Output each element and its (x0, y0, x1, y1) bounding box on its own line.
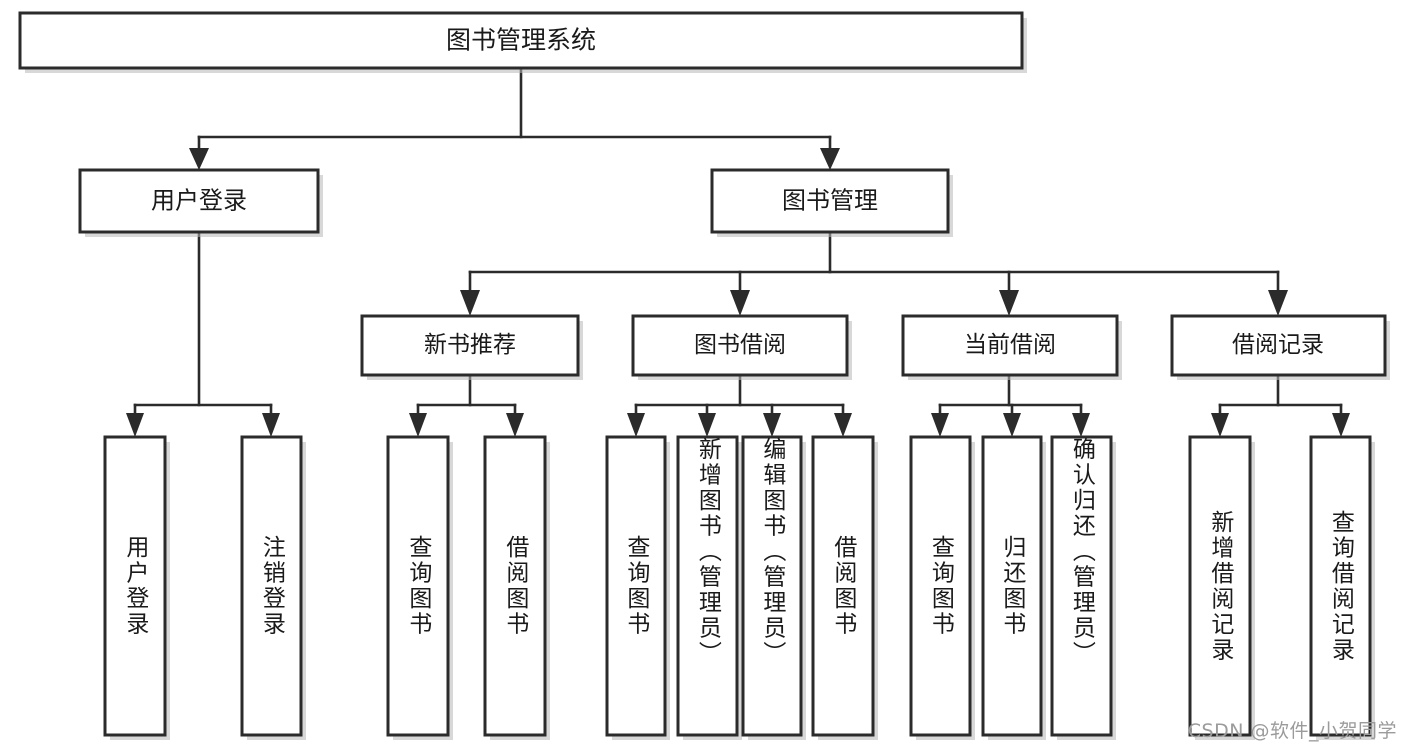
arrow-book-borrow (730, 290, 750, 316)
new-book-box (360, 314, 580, 377)
node-leaf-return-book[interactable] (981, 435, 1046, 740)
arrow-borrow-record (1268, 290, 1288, 316)
csdn-watermark: CSDN @软件_小贺同学 (1187, 720, 1397, 742)
root-label: 图书管理系统 (446, 27, 596, 55)
borrow-record-label: 借阅记录 (1232, 331, 1324, 357)
arrow-leaf-borrow-book-1 (506, 413, 524, 437)
user-login-label: 用户登录 (151, 187, 247, 214)
leaf-logout-box (240, 435, 303, 737)
node-leaf-logout[interactable] (240, 435, 306, 740)
leaf-query-book-2-box (605, 435, 667, 737)
arrow-leaf-query-record (1332, 413, 1350, 437)
node-leaf-query-book-3[interactable] (909, 435, 975, 740)
book-manage-box (710, 168, 950, 234)
root-box (18, 11, 1024, 70)
node-leaf-borrow-book-1[interactable] (483, 435, 550, 740)
leaf-node-group (103, 435, 1375, 740)
arrow-current-borrow (999, 290, 1019, 316)
book-borrow-label: 图书借阅 (694, 331, 786, 357)
arrow-user-login (189, 148, 209, 170)
arrow-leaf-query-book-1 (409, 413, 427, 437)
node-leaf-add-book[interactable] (676, 435, 742, 740)
current-borrow-label: 当前借阅 (964, 331, 1056, 357)
leaf-borrow-book-2-box (811, 435, 875, 737)
arrow-leaf-confirm-return (1072, 413, 1090, 437)
node-book-manage[interactable]: 图书管理 (710, 168, 953, 237)
arrow-leaf-add-book (698, 413, 716, 437)
leaf-add-record-box (1188, 435, 1252, 737)
node-borrow-record[interactable]: 借阅记录 (1170, 314, 1390, 380)
arrow-new-book (460, 290, 480, 316)
arrow-leaf-user-login (126, 413, 144, 437)
leaf-user-login-box (103, 435, 167, 737)
arrow-leaf-edit-book (763, 413, 781, 437)
node-leaf-add-record[interactable] (1188, 435, 1255, 740)
node-root[interactable]: 图书管理系统 (18, 11, 1027, 73)
leaf-confirm-return-box (1050, 435, 1113, 737)
arrow-leaf-logout (262, 413, 280, 437)
new-book-label: 新书推荐 (424, 331, 516, 357)
arrow-book-manage (820, 148, 840, 170)
leaf-query-book-1-box (386, 435, 450, 737)
leaf-borrow-book-1-box (483, 435, 547, 737)
node-user-login[interactable]: 用户登录 (78, 168, 323, 237)
node-leaf-edit-book[interactable] (741, 435, 806, 740)
node-leaf-confirm-return[interactable] (1050, 435, 1116, 740)
user-login-box (78, 168, 320, 234)
arrow-leaf-add-record (1211, 413, 1229, 437)
arrow-leaf-query-book-3 (931, 413, 949, 437)
node-current-borrow[interactable]: 当前借阅 (901, 314, 1122, 380)
borrow-record-box (1170, 314, 1387, 377)
arrow-leaf-borrow-book-2 (834, 413, 852, 437)
arrow-leaf-return-book (1003, 413, 1021, 437)
edge-group (126, 66, 1350, 437)
node-leaf-query-record[interactable] (1309, 435, 1375, 740)
node-book-borrow[interactable]: 图书借阅 (631, 314, 852, 380)
book-borrow-box (631, 314, 849, 377)
node-leaf-query-book-1[interactable] (386, 435, 453, 740)
node-new-book-recommend[interactable]: 新书推荐 (360, 314, 583, 380)
node-leaf-user-login[interactable] (103, 435, 170, 740)
node-leaf-query-book-2[interactable] (605, 435, 670, 740)
book-manage-label: 图书管理 (782, 187, 878, 214)
current-borrow-box (901, 314, 1119, 377)
leaf-add-book-box (676, 435, 739, 737)
leaf-query-record-box (1309, 435, 1372, 737)
arrow-leaf-query-book-2 (627, 413, 645, 437)
leaf-query-book-3-box (909, 435, 972, 737)
leaf-edit-book-box (741, 435, 803, 737)
leaf-return-book-box (981, 435, 1043, 737)
node-leaf-borrow-book-2[interactable] (811, 435, 878, 740)
